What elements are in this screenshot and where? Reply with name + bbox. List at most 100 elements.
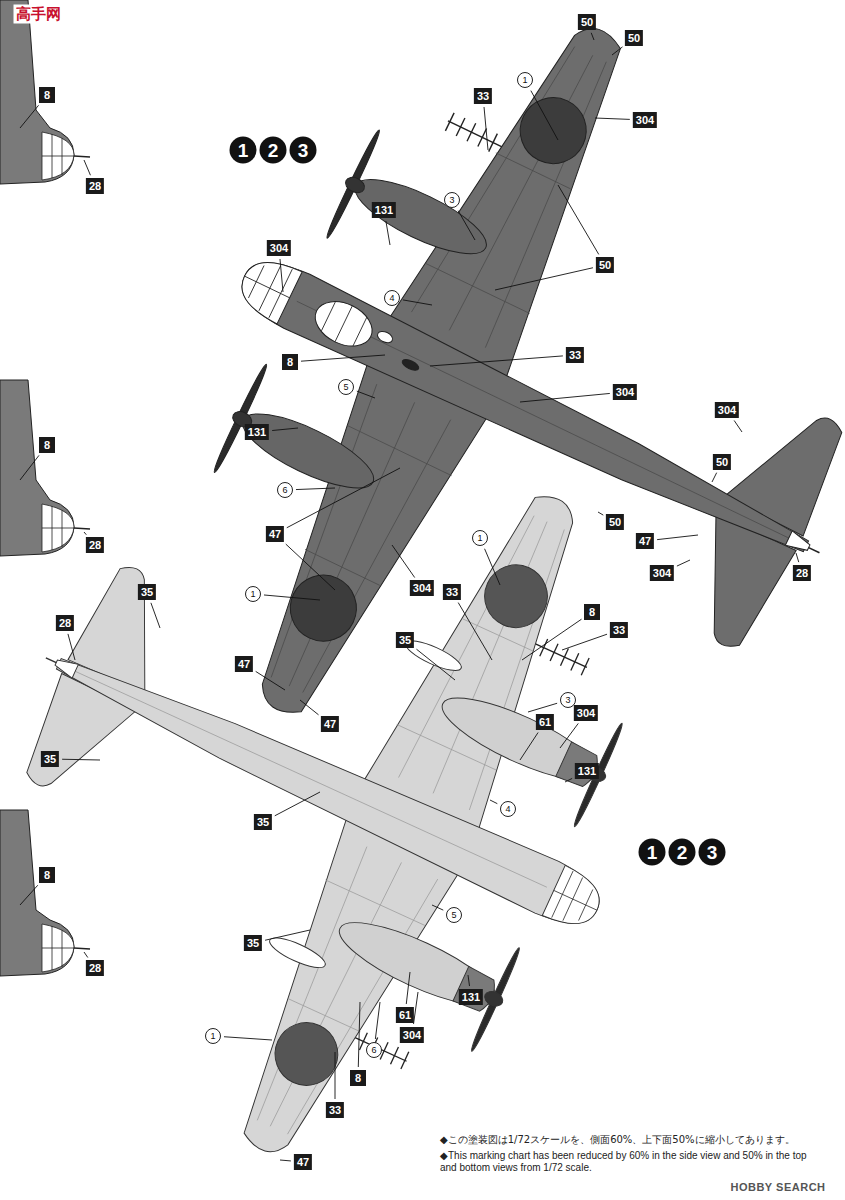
callout-number: 47 — [321, 716, 339, 732]
leader-line — [286, 544, 335, 590]
leader-line — [264, 595, 320, 600]
leader-line — [490, 800, 497, 804]
leader-line — [677, 560, 690, 566]
callout-number: 304 — [400, 1027, 424, 1043]
leader-line — [734, 420, 742, 432]
callout-number: 131 — [459, 989, 483, 1005]
callout-number: 8 — [282, 354, 298, 370]
callout-number: 8 — [39, 437, 55, 453]
callout-number: 35 — [244, 935, 262, 951]
callout-number: 35 — [254, 814, 272, 830]
callout-number: 28 — [86, 178, 104, 194]
leader-line — [62, 759, 100, 761]
leader-line — [20, 885, 38, 905]
leader-line — [432, 905, 443, 910]
callout-number: 33 — [474, 88, 492, 104]
leader-line — [151, 603, 160, 628]
callout-number: 8 — [39, 867, 55, 883]
callout-number: 4 — [384, 290, 400, 306]
callout-number: 304 — [650, 565, 674, 581]
leader-line — [712, 473, 717, 482]
callout-number: 28 — [86, 537, 104, 553]
leader-line — [275, 792, 320, 816]
callout-number: 131 — [372, 202, 396, 218]
scheme-number: 2 — [669, 839, 696, 866]
leader-line — [520, 393, 610, 402]
note: ◆This marking chart has been reduced by … — [440, 1150, 820, 1174]
leader-line — [403, 300, 432, 305]
callout-number: 1 — [517, 72, 533, 88]
leader-line — [495, 268, 593, 290]
callout-number: 304 — [715, 402, 739, 418]
leader-line — [357, 391, 375, 398]
leader-line — [386, 221, 390, 245]
callout-number: 61 — [396, 1007, 414, 1023]
callout-number: 50 — [606, 514, 624, 530]
callout-number: 28 — [793, 565, 811, 581]
leader-line — [458, 603, 492, 660]
callout-number: 50 — [625, 30, 643, 46]
leader-line — [84, 952, 88, 958]
callout-number: 33 — [326, 1102, 344, 1118]
leader-line — [484, 107, 488, 150]
callout-number: 33 — [443, 584, 461, 600]
scheme-number: 3 — [699, 839, 726, 866]
watermark: HOBBY SEARCH — [730, 1181, 825, 1193]
leader-line — [430, 356, 563, 366]
callout-number: 5 — [338, 379, 354, 395]
leader-line — [296, 488, 335, 490]
leader-line — [562, 634, 607, 650]
leader-line — [458, 211, 475, 240]
callout-number: 131 — [575, 763, 599, 779]
leader-line — [300, 700, 319, 715]
callout-number: 304 — [633, 112, 657, 128]
leader-line — [657, 535, 698, 540]
leader-line — [522, 619, 582, 660]
leader-line — [416, 649, 455, 680]
leader-line — [265, 930, 310, 940]
leader-line — [612, 47, 623, 55]
leader-line — [485, 549, 500, 585]
scheme-number: 2 — [260, 137, 287, 164]
leader-line — [520, 733, 538, 760]
callout-number: 35 — [396, 632, 414, 648]
leader-line — [280, 1160, 291, 1162]
callout-number: 8 — [350, 1070, 366, 1086]
leader-line — [414, 992, 418, 1024]
callout-number: 61 — [536, 714, 554, 730]
scheme-number: 3 — [290, 137, 317, 164]
note: ◆この塗装図は1/72スケールを、側面60%、上下面50%に縮小してあります。 — [440, 1134, 835, 1146]
callout-number: 8 — [39, 87, 55, 103]
leader-line — [256, 671, 285, 690]
leader-line — [20, 105, 39, 128]
callout-number: 1 — [472, 530, 488, 546]
callout-number: 304 — [267, 240, 291, 256]
callout-number: 50 — [596, 257, 614, 273]
leader-line — [528, 703, 557, 712]
callout-number: 6 — [366, 1042, 382, 1058]
leader-line — [598, 512, 603, 515]
scheme-number: 1 — [639, 839, 666, 866]
callout-number: 5 — [446, 907, 462, 923]
leader-line — [565, 778, 572, 782]
leader-line — [392, 545, 415, 578]
callout-number: 304 — [574, 705, 598, 721]
callout-number: 28 — [86, 960, 104, 976]
leader-line — [558, 185, 599, 254]
leader-line — [468, 975, 470, 986]
callout-number: 131 — [245, 424, 269, 440]
watermark: 高手网 — [14, 5, 63, 24]
leader-line — [272, 428, 298, 431]
callout-number: 47 — [294, 1154, 312, 1170]
leader-line — [20, 455, 39, 480]
callout-number: 50 — [713, 454, 731, 470]
callout-number: 304 — [613, 384, 637, 400]
leader-line — [280, 259, 283, 292]
leader-line — [84, 160, 90, 175]
callout-number: 47 — [266, 526, 284, 542]
leader-line — [531, 91, 558, 140]
callout-number: 33 — [610, 622, 628, 638]
